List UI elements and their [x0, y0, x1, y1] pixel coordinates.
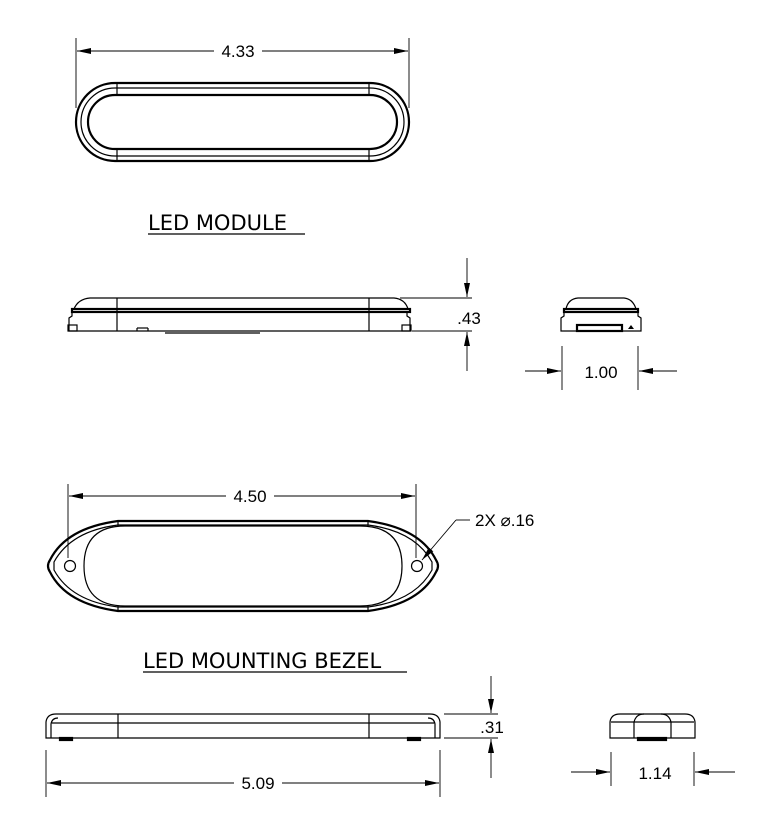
module-length-label: 4.33 [221, 42, 254, 61]
bezel-length-label: 5.09 [241, 774, 274, 793]
bezel-side-view [45, 713, 441, 742]
callout-mounting-holes: 2X ⌀.16 [421, 511, 534, 561]
bezel-height-label: .31 [480, 718, 504, 737]
dimension-module-length: 4.33 [75, 38, 410, 108]
module-title: LED MODULE [148, 211, 287, 235]
bezel-end-view [609, 713, 696, 742]
dimension-bezel-height: .31 [444, 676, 504, 778]
dimension-module-height: .43 [400, 258, 481, 371]
mounting-hole-right [410, 559, 424, 573]
module-top-view [74, 81, 411, 163]
module-height-label: .43 [457, 309, 481, 328]
mounting-hole-left [63, 559, 77, 573]
bezel-hole-spacing-label: 4.50 [233, 487, 266, 506]
module-width-label: 1.00 [584, 363, 617, 382]
dimension-module-width: 1.00 [525, 346, 677, 390]
bezel-width-label: 1.14 [638, 764, 671, 783]
bezel-holes-label: 2X ⌀.16 [475, 511, 534, 530]
module-end-view [560, 297, 642, 333]
module-side-view [67, 297, 412, 334]
dimension-bezel-hole-spacing: 4.50 [67, 484, 417, 558]
dimension-bezel-width: 1.14 [571, 752, 735, 786]
bezel-top-view [46, 519, 440, 613]
dimension-bezel-length: 5.09 [45, 750, 441, 797]
bezel-title: LED MOUNTING BEZEL [143, 649, 382, 673]
